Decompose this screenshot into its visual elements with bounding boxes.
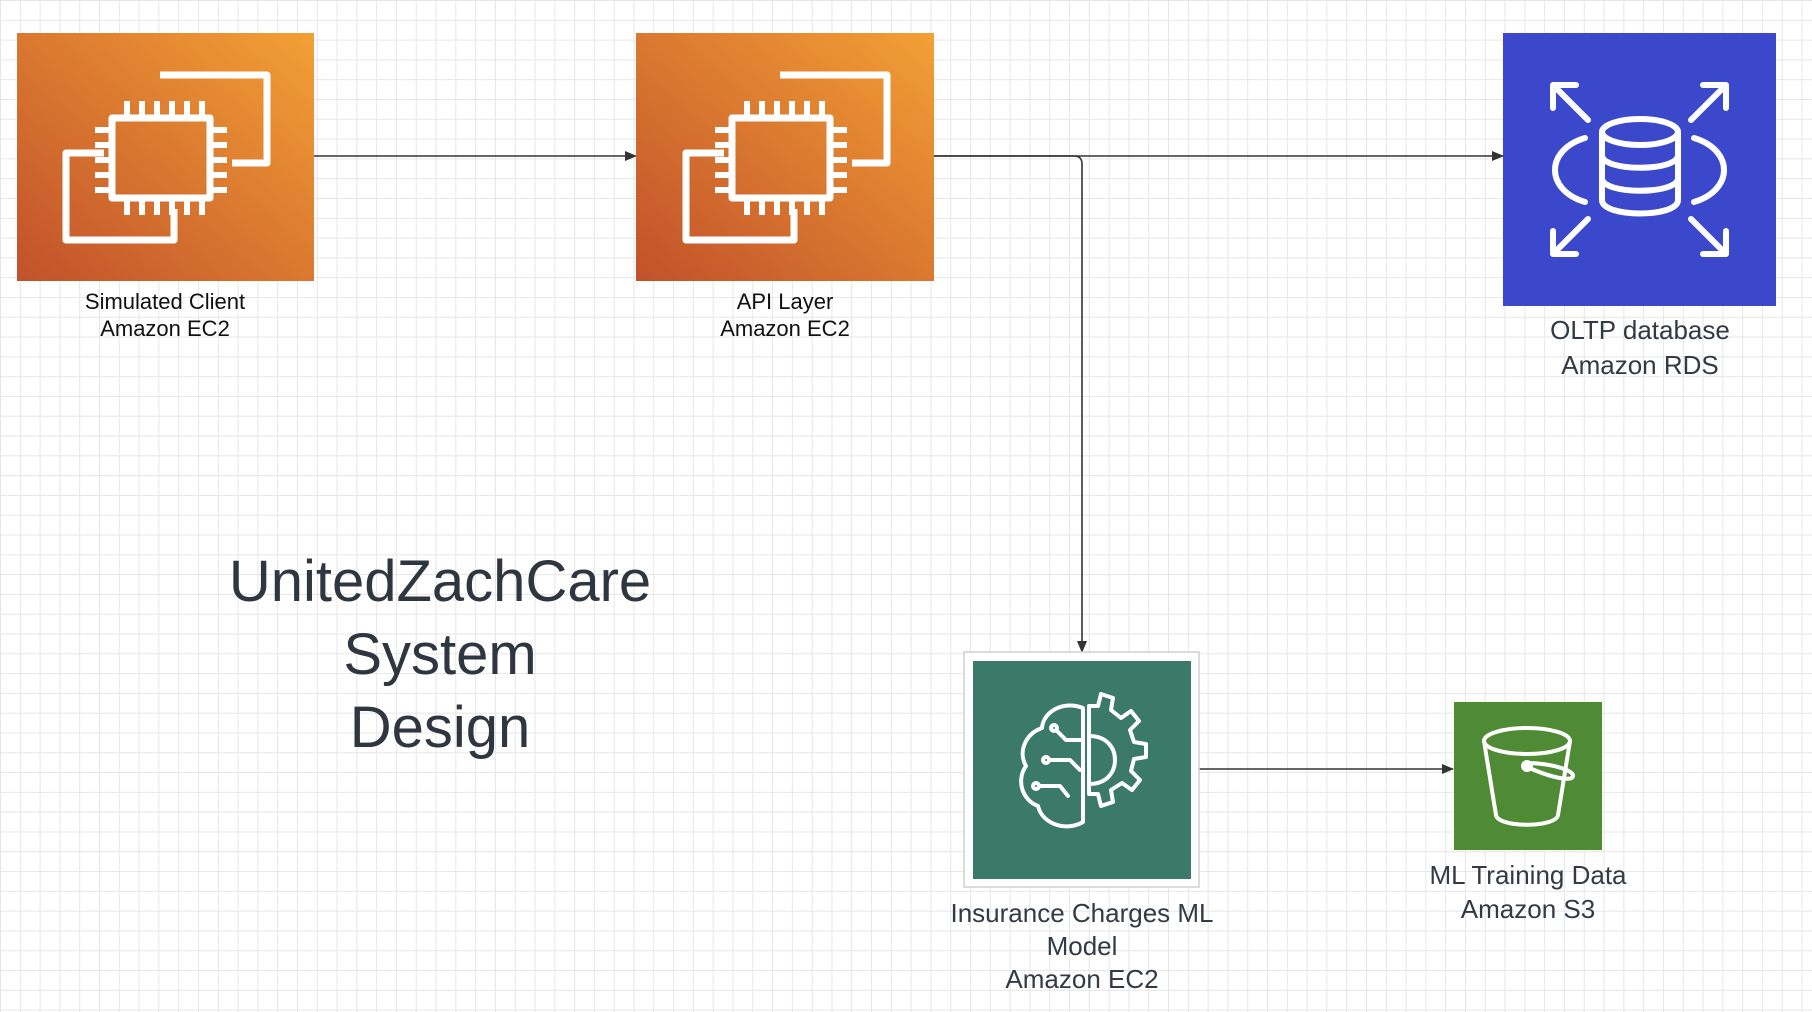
label-line: Amazon S3 — [1460, 894, 1596, 924]
simulated-client-node[interactable] — [17, 33, 314, 281]
machine-learning-brain-gear-icon — [1019, 692, 1148, 829]
oltp-database-label: OLTP database Amazon RDS — [1500, 313, 1780, 383]
api-layer-label: API Layer Amazon EC2 — [665, 288, 905, 342]
label-line: Amazon EC2 — [720, 316, 850, 341]
label-line: OLTP database — [1550, 315, 1730, 345]
label-line: Amazon EC2 — [100, 316, 230, 341]
label-line: API Layer — [736, 289, 834, 314]
label-line: Amazon EC2 — [1005, 964, 1159, 994]
label-line: Insurance Charges ML — [950, 898, 1214, 928]
title-line: System — [343, 622, 537, 687]
simulated-client-label: Simulated Client Amazon EC2 — [45, 288, 285, 342]
ec2-instances-icon — [62, 71, 271, 244]
oltp-database-node[interactable] — [1503, 33, 1776, 306]
label-line: Simulated Client — [84, 289, 246, 314]
label-line: Model — [1046, 931, 1118, 961]
ml-training-data-node[interactable] — [1454, 702, 1602, 850]
ml-training-data-label: ML Training Data Amazon S3 — [1388, 858, 1668, 926]
title-line: UnitedZachCare — [228, 549, 652, 614]
label-line: ML Training Data — [1429, 860, 1627, 890]
edge-api-to-ml — [934, 155, 1087, 653]
diagram-title: UnitedZachCare System Design — [180, 545, 700, 764]
label-line: Amazon RDS — [1561, 350, 1719, 380]
ec2-instances-icon — [682, 71, 891, 244]
ml-model-label: Insurance Charges ML Model Amazon EC2 — [922, 897, 1242, 996]
title-line: Design — [349, 695, 531, 760]
api-layer-node[interactable] — [636, 33, 934, 281]
s3-bucket-icon — [1482, 726, 1575, 827]
rds-database-icon — [1550, 82, 1729, 257]
insurance-charges-ml-model-node[interactable] — [963, 651, 1200, 888]
